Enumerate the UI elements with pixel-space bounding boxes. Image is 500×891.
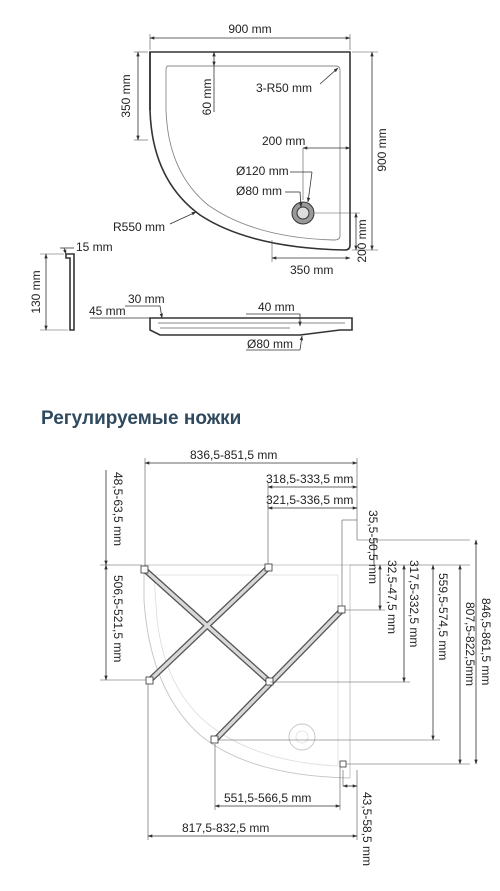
dim-drain-outer: Ø120 mm [236, 164, 289, 178]
dim-right-top: 35,5-50,5 mm [366, 510, 380, 584]
dim-profile-height: 130 mm [29, 270, 43, 313]
tray-outline [149, 51, 351, 251]
dim-profile-rim: 15 mm [76, 240, 113, 254]
dim-right-1: 32,5-47,5 mm [385, 560, 399, 634]
dim-section-drain-diameter: Ø80 mm [247, 337, 293, 351]
dim-right-3: 559,5-574,5 mm [436, 573, 450, 660]
tray-side-profile: 130 mm 15 mm [29, 240, 113, 331]
dim-rim-height: 60 mm [200, 79, 214, 116]
dim-depth: 900 mm [375, 128, 389, 171]
dim-left-depth: 506,5-521,5 mm [111, 575, 125, 662]
dim-section-step: 30 mm [128, 292, 165, 306]
dim-left-top: 48,5-63,5 mm [111, 472, 125, 546]
drain-ghost [288, 723, 316, 751]
legs-view: 836,5-851,5 mm 318,5-333,5 mm 321,5-336,… [100, 448, 493, 866]
dim-bottom-offset: 350 mm [290, 263, 333, 277]
dim-corner-radius: 3-R50 mm [256, 81, 312, 95]
dim-bottom-right: 43,5-58,5 mm [360, 792, 374, 866]
dim-corner-offset: 350 mm [119, 74, 133, 117]
dim-span-1: 318,5-333,5 mm [266, 472, 353, 486]
dim-section-drain-depth: 40 mm [258, 300, 295, 314]
leg-frame [140, 563, 347, 768]
legs-section-title: Регулируемые ножки [41, 408, 242, 429]
dim-right-5: 846,5-861,5 mm [479, 598, 493, 685]
dim-bottom-2: 817,5-832,5 mm [182, 821, 269, 835]
tray-section-view: 30 mm 45 mm 40 mm Ø80 mm [89, 292, 353, 351]
tray-ghost-outline [143, 564, 351, 779]
section-outline [149, 317, 353, 336]
tray-inner-basin [165, 65, 341, 241]
dim-span-2: 321,5-336,5 mm [266, 493, 353, 507]
dim-drain-inner: Ø80 mm [236, 184, 282, 198]
drain-hole [296, 206, 310, 220]
dim-width: 900 mm [228, 22, 271, 36]
profile-outline [65, 253, 75, 331]
dim-right-4: 807,5-822,5mm [463, 602, 477, 686]
dim-right-2: 317,5-332,5 mm [407, 560, 421, 647]
dim-section-base: 45 mm [89, 304, 126, 318]
dim-bottom-1: 551,5-566,5 mm [224, 791, 311, 805]
dim-arc-radius: R550 mm [113, 220, 165, 234]
dim-drain-offset-x: 200 mm [262, 134, 305, 148]
dim-drain-offset-y: 200 mm [355, 219, 369, 262]
dim-top-span: 836,5-851,5 mm [190, 448, 277, 462]
tray-top-view: 900 mm 900 mm 350 mm 60 mm 3-R50 mm 200 … [113, 22, 389, 277]
